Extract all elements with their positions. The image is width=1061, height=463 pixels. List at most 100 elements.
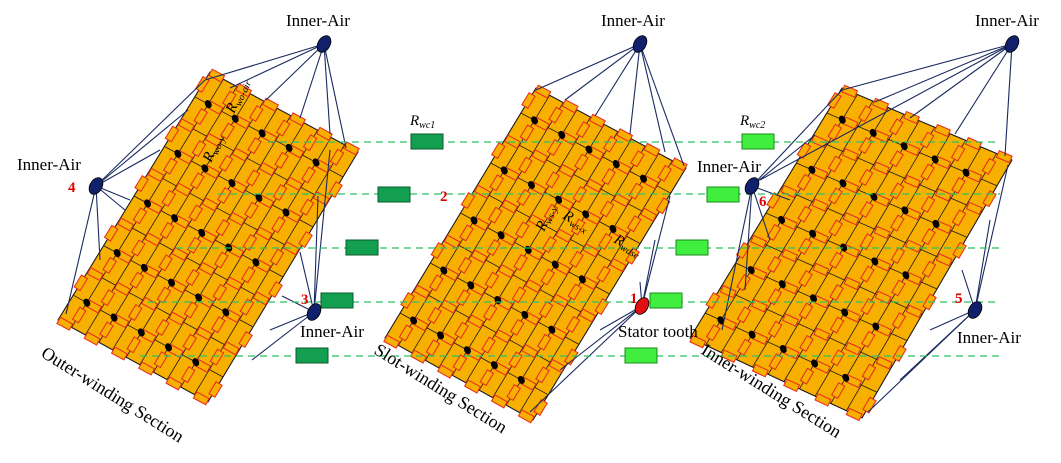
slot-resistor-u: [585, 178, 603, 193]
inner-resistor-v: [921, 260, 937, 278]
outer-node-dot: [258, 129, 266, 138]
outer-grid-line-v: [88, 270, 239, 353]
rwc2-label: Rwc2: [739, 113, 765, 131]
inner-grid-line-v: [781, 187, 953, 264]
outer-node-dot: [201, 164, 209, 173]
inner-resistor-v: [766, 255, 782, 274]
inner-air-node: [88, 177, 104, 195]
air-link-line: [323, 43, 347, 149]
inner-node-dot: [902, 271, 910, 280]
outer-node-dot: [140, 263, 148, 272]
inner-resistor-v: [735, 241, 751, 260]
outer-node-dot: [83, 298, 91, 307]
inner-resistor-v: [827, 155, 843, 173]
outer-resistor-u: [261, 97, 280, 112]
air-link-line: [629, 43, 641, 135]
slot-node-dot: [558, 130, 566, 139]
outer-resistor-v: [242, 233, 258, 251]
inner-air-node: [306, 303, 322, 321]
slot-resistor-u: [609, 257, 627, 273]
slot-resistor-v: [569, 250, 584, 268]
inner-resistor-v: [950, 144, 966, 162]
slot-resistor-v: [628, 182, 644, 200]
slot-node-dot: [578, 275, 586, 284]
coupling-lines: [140, 141, 1000, 357]
inner-resistor-v: [892, 344, 907, 363]
node-number-3: 3: [301, 292, 309, 308]
outer-resistor-v: [271, 216, 286, 234]
slot-node-dot: [517, 375, 525, 384]
air-link-line: [909, 43, 1013, 119]
inner-air-label-center: Inner-Air: [697, 157, 761, 176]
inner-resistor-v: [830, 349, 846, 367]
slot-resistor-v: [454, 321, 469, 339]
outer-resistor-u: [56, 316, 74, 331]
slot-node-dot: [555, 195, 563, 204]
outer-node-dot: [171, 214, 179, 223]
outer-resistor-v: [215, 219, 231, 237]
slot-node-dot: [470, 216, 478, 225]
inner-resistor-u: [965, 201, 983, 216]
outer-resistor-u: [225, 276, 243, 291]
air-link-line: [313, 149, 331, 313]
slot-resistor-v: [514, 221, 530, 239]
slot-resistor-u: [588, 113, 606, 128]
air-link-line: [95, 109, 189, 187]
outer-resistor-v: [193, 107, 209, 126]
slot-resistor-v: [518, 156, 533, 174]
outer-resistor-u: [110, 346, 128, 361]
slot-resistor-u: [640, 207, 658, 222]
air-link-line: [751, 89, 843, 187]
slot-resistor-v: [509, 318, 525, 336]
air-link-line: [841, 43, 1013, 91]
slot-node-dot: [437, 331, 444, 340]
outer-grid-line-v: [57, 319, 209, 403]
air-link-line: [323, 43, 331, 135]
inner-resistor-v: [799, 334, 814, 353]
air-link-line: [639, 43, 666, 153]
air-link-line: [594, 43, 641, 117]
air-link-line: [954, 43, 1013, 135]
inner-air-label-top-middle: Inner-Air: [601, 11, 665, 30]
inner-resistor-v: [829, 316, 845, 334]
outer-node-dot: [255, 193, 263, 202]
inner-winding-grid: [689, 84, 1013, 422]
rwc2-resistor: [649, 292, 683, 309]
node-number-4: 4: [68, 180, 76, 196]
outer-grid-line-v: [179, 121, 329, 203]
outer-resistor-u: [198, 261, 216, 276]
outer-winding-grid: [56, 68, 360, 406]
inner-grid-line-v: [720, 287, 893, 367]
inner-resistor-v: [890, 214, 905, 232]
slot-node-dot: [582, 210, 590, 219]
outer-resistor-u: [83, 331, 101, 346]
air-link-line: [564, 43, 641, 101]
stator-tooth-label: Stator tooth: [618, 322, 698, 341]
air-link-line: [269, 311, 315, 331]
inner-resistor-v: [798, 302, 814, 320]
slot-resistor-v: [506, 383, 522, 402]
rwc2-resistor: [706, 186, 740, 203]
outer-resistor-v: [299, 198, 315, 216]
inner-node-dot: [717, 316, 725, 325]
slot-resistor-u: [436, 364, 455, 379]
inner-grid-line-v: [841, 87, 1013, 161]
slot-resistor-v: [538, 301, 554, 319]
inner-resistor-v: [736, 306, 752, 324]
outer-resistor-u: [192, 391, 210, 406]
inner-node-dot: [842, 373, 850, 382]
slot-resistor-u: [578, 308, 596, 323]
rwc1-label: Rwc1: [409, 113, 435, 131]
inner-resistor-v: [889, 182, 905, 200]
outer-resistor-v: [195, 75, 210, 93]
inner-resistor-u: [812, 262, 830, 277]
inner-node-dot: [901, 206, 909, 215]
inner-air-node: [1004, 35, 1020, 53]
outer-resistor-v: [221, 90, 237, 108]
slot-resistor-u: [473, 184, 491, 199]
outer-resistor-v: [213, 251, 229, 269]
inner-grid-line-v: [811, 137, 983, 212]
air-link-line: [65, 185, 97, 315]
inner-resistor-v: [766, 191, 781, 210]
